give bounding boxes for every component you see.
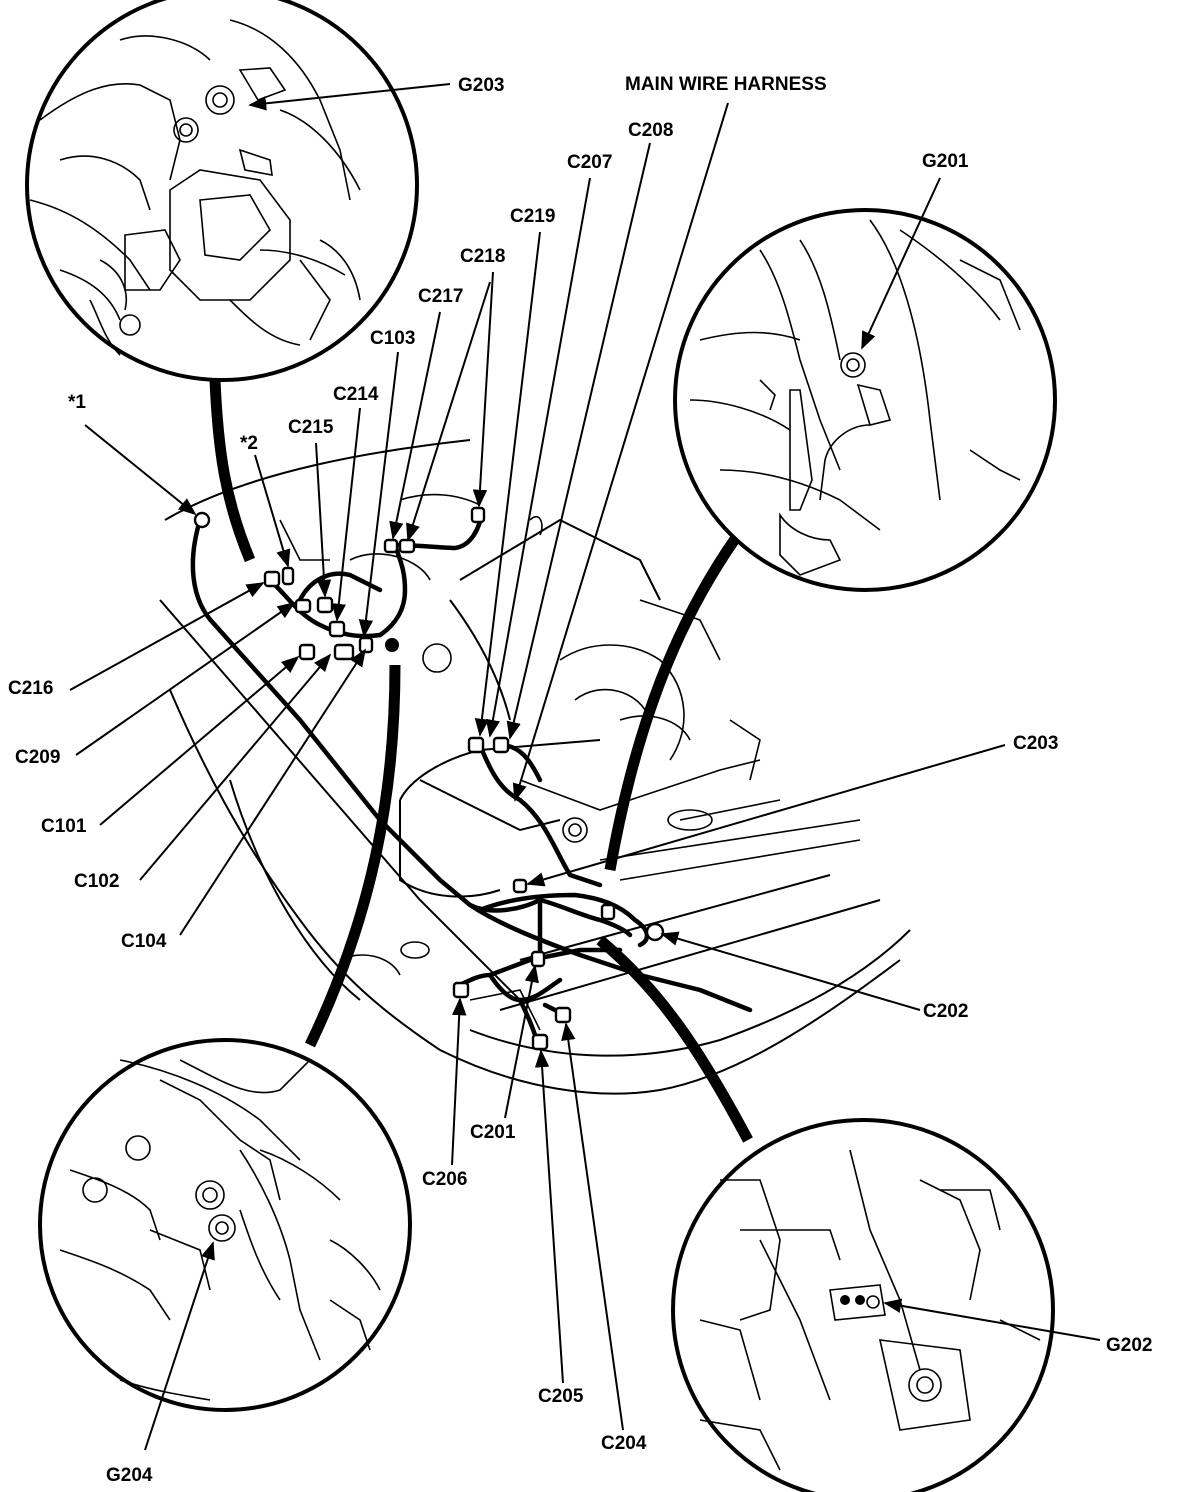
label-c215: C215 — [288, 417, 334, 438]
label-c104: C104 — [121, 931, 167, 952]
label-c207: C207 — [567, 152, 612, 173]
connectors — [193, 506, 665, 1051]
label-c202: C202 — [923, 1001, 968, 1022]
detail-circle-g204 — [38, 1038, 412, 1412]
label-c216: C216 — [8, 678, 53, 699]
labels: MAIN WIRE HARNESS G203 C208 C207 G201 C2… — [8, 74, 1152, 1486]
label-c214: C214 — [333, 384, 379, 405]
main-wire-harness — [190, 507, 753, 1038]
label-c102: C102 — [74, 871, 119, 892]
label-g203: G203 — [458, 75, 504, 96]
label-c209: C209 — [15, 747, 60, 768]
label-c218: C218 — [460, 246, 505, 267]
label-g201: G201 — [922, 151, 969, 172]
detail-circle-g203 — [25, 0, 419, 382]
label-c208: C208 — [628, 120, 673, 141]
label-c101: C101 — [41, 816, 87, 837]
label-g204: G204 — [106, 1465, 153, 1486]
label-c217: C217 — [418, 286, 463, 307]
label-c201: C201 — [470, 1122, 516, 1143]
label-c204: C204 — [601, 1433, 647, 1454]
label-c103: C103 — [370, 328, 415, 349]
detail-circle-g201 — [673, 208, 1057, 592]
detail-leaders — [209, 379, 753, 1143]
label-note1: *1 — [68, 392, 86, 413]
label-c203: C203 — [1013, 733, 1058, 754]
leader-lines — [69, 83, 1101, 1451]
label-g202: G202 — [1106, 1335, 1152, 1356]
detail-circle-g202 — [671, 1118, 1055, 1492]
label-c205: C205 — [538, 1386, 584, 1407]
label-c219: C219 — [510, 206, 555, 227]
label-c206: C206 — [422, 1169, 467, 1190]
label-main-wire-harness: MAIN WIRE HARNESS — [625, 74, 827, 95]
label-note2: *2 — [240, 433, 258, 454]
